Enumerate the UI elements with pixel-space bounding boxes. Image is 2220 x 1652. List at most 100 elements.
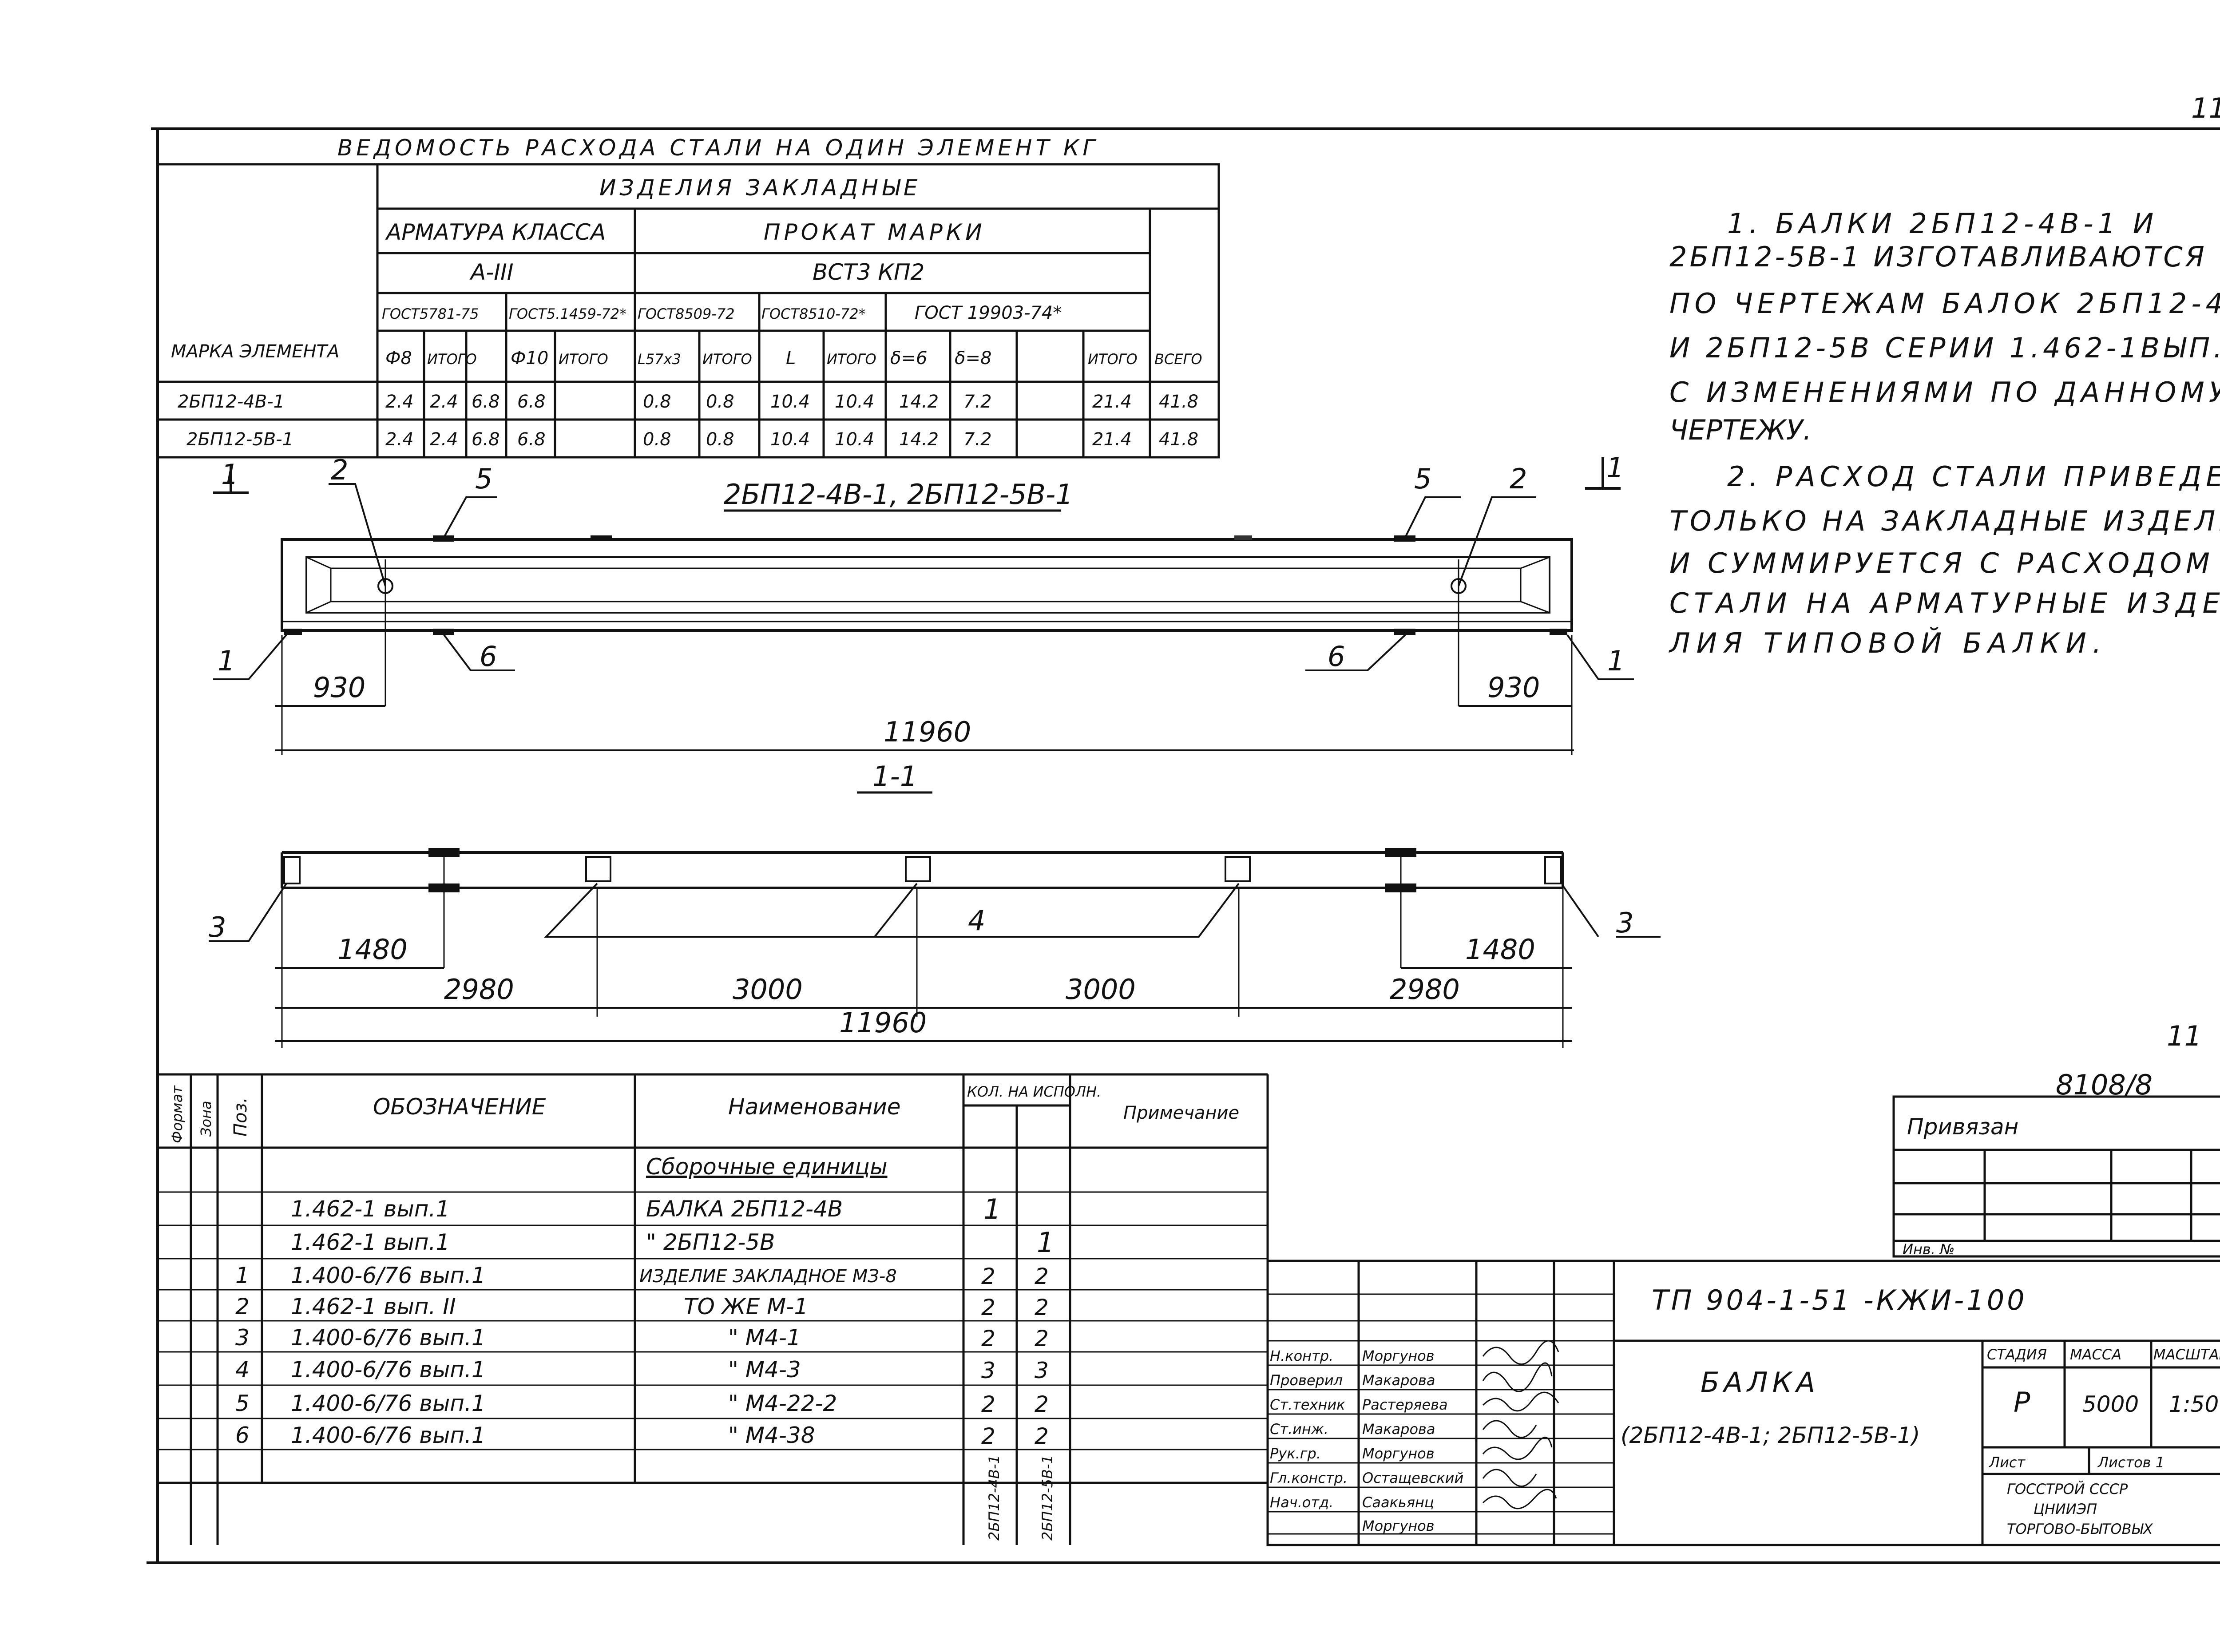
spec-name: " М4-38 xyxy=(728,1422,815,1448)
note-line: 2. РАСХОД СТАЛИ ПРИВЕДЕН xyxy=(1727,460,2220,493)
spec-qty-1: 1 xyxy=(983,1193,1001,1225)
signer-name: Растеряева xyxy=(1362,1396,1448,1413)
table-group-header: ИЗДЕЛИЯ ЗАКЛАДНЫЕ xyxy=(599,175,921,201)
spec-h-name: Наименование xyxy=(728,1094,901,1120)
signer-role: Ст.техник xyxy=(1270,1396,1345,1413)
signer-row: Рук.гр. Моргунов xyxy=(1270,1445,1435,1462)
h-total-2: ИТОГО xyxy=(559,351,608,368)
gost-8510: ГОСТ8510-72* xyxy=(761,305,866,322)
spec-pos: 6 xyxy=(235,1422,250,1448)
spec-qty-2: 1 xyxy=(1037,1226,1054,1259)
signer-row: Гл.констр. Остащевский xyxy=(1270,1470,1463,1486)
beam-elevation-view: 2БП12-4В-1, 2БП12-5В-1 1 1 2 xyxy=(213,452,1634,755)
signer-row: Проверил Макарова xyxy=(1270,1372,1435,1389)
spec-pos: 4 xyxy=(235,1357,250,1383)
rolled-grade: ВСТ3 КП2 xyxy=(813,259,924,285)
rebar-header: АРМАТУРА КЛАССА xyxy=(385,219,606,245)
spec-h-format: Формат xyxy=(169,1085,186,1143)
cell: 21.4 xyxy=(1092,392,1132,412)
spec-row: 6 1.400-6/76 вып.1 " М4-38 2 2 xyxy=(235,1422,1049,1449)
stage-value: Р xyxy=(2014,1386,2030,1418)
sheet-number-top: 11 xyxy=(2191,92,2220,124)
pos-3-left: 3 xyxy=(209,911,226,943)
general-notes: 1. БАЛКИ 2БП12-4В-1 И 2БП12-5В-1 ИЗГОТАВ… xyxy=(1669,207,2220,659)
stage-header: СТАДИЯ xyxy=(1987,1346,2047,1363)
mass-value: 5000 xyxy=(2082,1391,2139,1417)
pos-6-right: 6 xyxy=(1328,640,1345,673)
cell: 10.4 xyxy=(835,392,874,412)
spec-qty-1: 2 xyxy=(981,1391,995,1417)
note-line: СТАЛИ НА АРМАТУРНЫЕ ИЗДЕ- xyxy=(1669,587,2220,619)
note-line: ПО ЧЕРТЕЖАМ БАЛОК 2БП12-4Б xyxy=(1669,287,2220,320)
spec-pos: 2 xyxy=(235,1294,250,1319)
h-s8: δ=8 xyxy=(955,348,991,368)
signer-row: Ст.инж. Макарова xyxy=(1270,1421,1435,1438)
spec-designation: 1.462-1 вып. II xyxy=(291,1294,456,1319)
dim-11960-top: 11960 xyxy=(884,716,971,748)
table-row: 2БП12-5В-1 2.4 2.4 6.8 6.8 0.8 0.8 10.4 … xyxy=(186,429,1198,450)
cell: 2.4 xyxy=(385,392,414,412)
spec-section-title: Сборочные единицы xyxy=(646,1154,888,1180)
spec-qty-1: 2 xyxy=(981,1423,995,1449)
spec-designation: 1.462-1 вып.1 xyxy=(291,1196,450,1222)
spec-name: ИЗДЕЛИЕ ЗАКЛАДНОЕ МЗ-8 xyxy=(639,1266,897,1287)
dim-1480-right: 1480 xyxy=(1465,933,1535,966)
row-mark: 2БП12-5В-1 xyxy=(186,429,293,450)
view-title: 2БП12-4В-1, 2БП12-5В-1 xyxy=(724,478,1073,511)
inventory-label: Инв. № xyxy=(1903,1241,1954,1258)
spec-qty-2: 2 xyxy=(1035,1423,1049,1449)
note-line: ЛИЯ ТИПОВОЙ БАЛКИ. xyxy=(1669,626,2108,659)
signatures xyxy=(1482,1340,1559,1509)
binding-label: Привязан xyxy=(1907,1114,2018,1140)
signer-name: Моргунов xyxy=(1362,1517,1435,1534)
spec-qty-1: 2 xyxy=(981,1326,995,1351)
cell: 2.4 xyxy=(430,429,458,450)
org-line-3: ТОРГОВО-БЫТОВЫХ xyxy=(2007,1521,2153,1537)
mass-header: МАССА xyxy=(2070,1346,2121,1363)
h-s6: δ=6 xyxy=(890,348,927,368)
spec-h-zone: Зона xyxy=(198,1101,214,1137)
table-row: 2БП12-4В-1 2.4 2.4 6.8 6.8 0.8 0.8 10.4 … xyxy=(178,392,1198,412)
binding-block: Привязан Инв. № xyxy=(1892,1095,2220,1258)
spec-qty-2: 2 xyxy=(1035,1391,1049,1417)
spec-row: 4 1.400-6/76 вып.1 " М4-3 3 3 xyxy=(235,1357,1049,1383)
h-d8: Ф8 xyxy=(385,348,412,368)
dim-2980-left: 2980 xyxy=(444,973,514,1006)
spec-qty-1: 3 xyxy=(981,1358,995,1383)
pos-6-left: 6 xyxy=(480,640,497,673)
cell: 6.8 xyxy=(472,392,500,412)
spec-name: " М4-3 xyxy=(728,1357,801,1383)
cell: 6.8 xyxy=(517,429,546,450)
spec-qty-2: 2 xyxy=(1035,1295,1049,1320)
note-line: ЧЕРТЕЖУ. xyxy=(1669,414,1812,446)
dim-930-right: 930 xyxy=(1487,671,1540,704)
gost-5781: ГОСТ5781-75 xyxy=(382,305,479,322)
spec-side-label-2: 2БП12-5В-1 xyxy=(1039,1455,1056,1541)
spec-designation: 1.400-6/76 вып.1 xyxy=(291,1263,486,1288)
scale-value: 1:50 xyxy=(2169,1391,2219,1417)
sheets-label: Листов 1 xyxy=(2097,1454,2164,1471)
signer-role: Н.контр. xyxy=(1270,1347,1333,1364)
steel-consumption-table: ВЕДОМОСТЬ РАСХОДА СТАЛИ НА ОДИН ЭЛЕМЕНТ … xyxy=(156,135,1220,459)
cell: 14.2 xyxy=(899,392,939,412)
sheet-number-mid: 11 xyxy=(2167,1020,2202,1052)
pos-1-left: 1 xyxy=(218,645,235,677)
spec-name: " М4-22-2 xyxy=(728,1391,837,1416)
cell: 2.4 xyxy=(430,392,458,412)
spec-h-designation: ОБОЗНАЧЕНИЕ xyxy=(373,1094,546,1120)
spec-pos: 1 xyxy=(235,1263,250,1288)
spec-row: 2 1.462-1 вып. II ТО ЖЕ М-1 2 2 xyxy=(235,1294,1049,1320)
note-line: 2БП12-5В-1 ИЗГОТАВЛИВАЮТСЯ xyxy=(1669,241,2207,273)
signer-role: Нач.отд. xyxy=(1270,1494,1333,1511)
spec-name: ТО ЖЕ М-1 xyxy=(684,1294,808,1319)
spec-qty-1: 2 xyxy=(981,1295,995,1320)
cell: 10.4 xyxy=(770,429,810,450)
note-line: 1. БАЛКИ 2БП12-4В-1 И xyxy=(1727,207,2158,240)
signer-row: Нач.отд. Саакьянц xyxy=(1270,1494,1434,1511)
dim-930-left: 930 xyxy=(313,671,365,704)
signer-name: Саакьянц xyxy=(1362,1494,1434,1511)
note-line: С ИЗМЕНЕНИЯМИ ПО ДАННОМУ xyxy=(1669,376,2220,408)
cell: 7.2 xyxy=(963,392,992,412)
h-total-3: ИТОГО xyxy=(702,351,752,368)
